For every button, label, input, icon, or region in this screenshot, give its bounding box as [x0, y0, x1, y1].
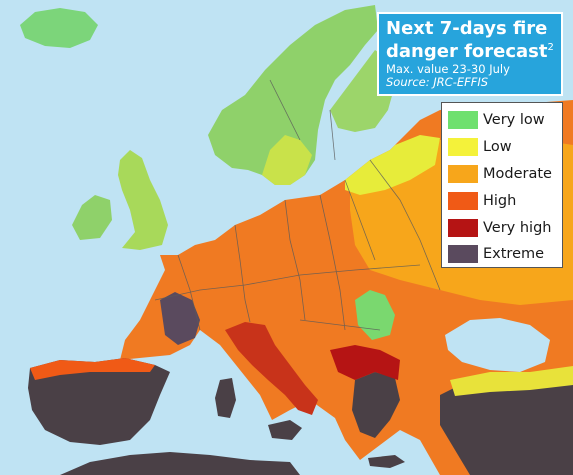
- legend-label-very-high: Very high: [483, 219, 552, 236]
- legend-label-moderate: Moderate: [483, 165, 552, 182]
- region-balkans-south: [330, 345, 400, 380]
- region-france-south: [160, 292, 200, 345]
- map-title-line-2-text: danger forecast: [386, 41, 548, 62]
- title-footnote-marker: 2: [547, 42, 554, 53]
- region-sardinia: [215, 378, 236, 418]
- region-iceland: [20, 8, 98, 48]
- region-scandinavia: [208, 5, 378, 185]
- country-borders: [154, 79, 441, 331]
- region-sicily: [268, 420, 302, 440]
- legend-swatch-extreme: [448, 245, 478, 264]
- legend-item-high: High: [448, 187, 556, 214]
- legend-swatch-low: [448, 138, 478, 157]
- region-great-britain: [118, 150, 168, 250]
- legend-label-extreme: Extreme: [483, 246, 545, 263]
- region-crete: [368, 455, 405, 468]
- legend-swatch-very-high: [448, 218, 478, 237]
- region-italy: [225, 322, 318, 415]
- region-turkey-north: [450, 366, 573, 396]
- legend: Very low Low Moderate High Very high Ext…: [441, 102, 563, 268]
- region-north-africa: [60, 452, 300, 475]
- title-box: Next 7-days fire danger forecast2 Max. v…: [377, 12, 563, 96]
- legend-item-extreme: Extreme: [448, 241, 556, 268]
- black-sea: [445, 318, 550, 372]
- legend-item-very-low: Very low: [448, 107, 556, 134]
- region-greece: [352, 372, 400, 438]
- legend-swatch-very-low: [448, 111, 478, 130]
- region-cyprus: [520, 452, 548, 464]
- map-title-line-1: Next 7-days fire: [386, 18, 548, 39]
- region-turkey: [440, 370, 573, 475]
- region-baltic-low: [345, 135, 440, 195]
- legend-item-moderate: Moderate: [448, 161, 556, 188]
- legend-swatch-high: [448, 191, 478, 210]
- map-subtitle: Max. value 23-30 July: [386, 62, 510, 76]
- region-iberia-north: [30, 358, 155, 380]
- region-carpathian-low: [355, 290, 395, 340]
- map-source: Source: JRC-EFFIS: [386, 75, 489, 89]
- legend-swatch-moderate: [448, 164, 478, 183]
- legend-label-high: High: [483, 192, 517, 209]
- map-title-line-2: danger forecast2: [386, 38, 555, 61]
- region-southern-sweden: [262, 135, 312, 185]
- legend-item-very-high: Very high: [448, 214, 556, 241]
- legend-label-very-low: Very low: [483, 112, 545, 129]
- region-ireland: [72, 195, 112, 240]
- legend-item-low: Low: [448, 134, 556, 161]
- legend-label-low: Low: [483, 139, 512, 156]
- region-iberia: [28, 358, 170, 445]
